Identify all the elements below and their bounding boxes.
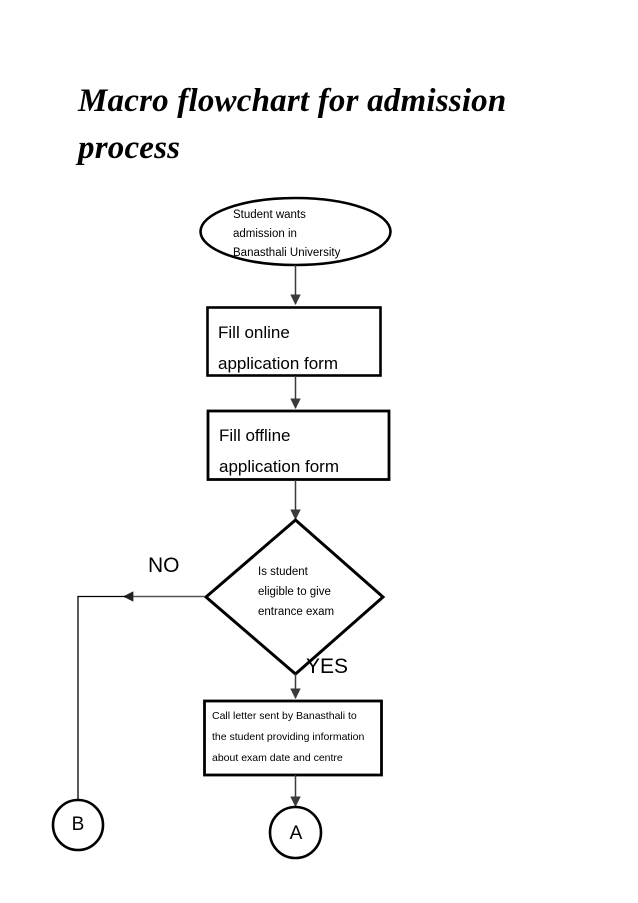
page-title: Macro flowchart for admission process <box>78 83 507 166</box>
node-decision-label: Is student eligible to give entrance exa… <box>258 566 335 618</box>
node-connector-a-circle <box>268 805 323 860</box>
node-online-form-box <box>206 306 382 377</box>
node-connector-b-circle <box>51 798 105 852</box>
node-connector-a-label: A <box>289 823 303 844</box>
node-connector-b-label: B <box>71 814 85 835</box>
node-online-form-label: Fill online application form <box>218 323 339 373</box>
edge-label-yes: YES <box>306 655 349 678</box>
edge-label-no: NO <box>148 554 180 577</box>
edge-no-elbow <box>77 595 126 801</box>
node-start-label: Student wants admission in Banasthali Un… <box>233 209 341 259</box>
node-call-letter-box <box>203 699 383 777</box>
node-offline-form-label: Fill offline application form <box>219 426 340 476</box>
node-offline-form-box <box>206 409 391 481</box>
node-call-letter-label: Call letter sent by Banasthali to the st… <box>212 710 365 764</box>
